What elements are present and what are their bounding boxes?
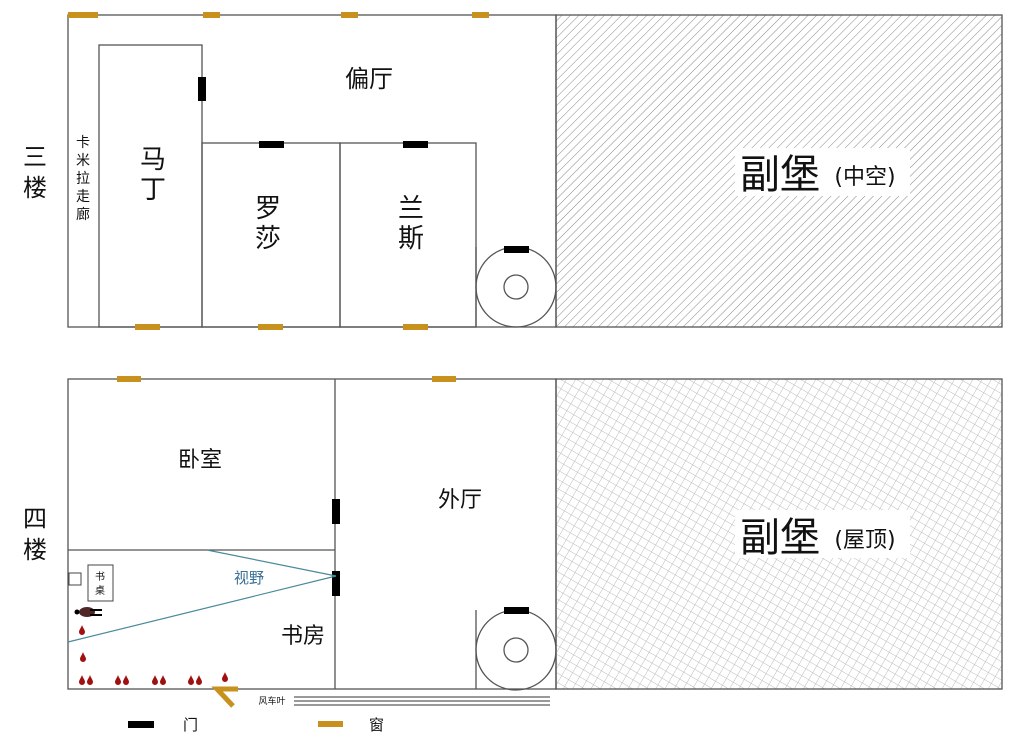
svg-text:米: 米 [76,153,90,169]
door [504,607,529,614]
window [135,324,160,330]
blood-drop-icon [152,675,158,685]
blood-drop-icon [160,675,166,685]
annex-hollow [555,14,1003,328]
chair [68,572,82,586]
windmill-blade [211,686,238,708]
svg-text:卡: 卡 [76,135,90,151]
windmill-lines [294,696,550,706]
window [258,324,283,330]
annex-note: (屋顶) [834,528,895,553]
window [117,376,141,382]
floor-label: 楼 [23,174,47,202]
rosa-label: 罗 [255,194,281,224]
window [472,12,489,18]
svg-text:拉: 拉 [76,171,90,187]
svg-text:走: 走 [76,189,90,205]
outer-hall-label: 外厅 [438,488,482,513]
window [432,376,456,382]
blood-drop-icon [196,675,202,685]
rosa-label: 莎 [255,224,281,254]
side-hall-label: 偏厅 [345,65,393,93]
annex-note: (中空) [834,165,895,190]
desk [87,564,114,602]
svg-text:书: 书 [95,571,105,583]
legend-door-label: 门 [183,716,198,734]
corridor-label: 卡 米 拉 走 廊 [76,135,90,223]
blood-drop-icon [87,675,93,685]
view-line [206,549,337,577]
blood-drop-icon [222,672,228,682]
spiral-stair [475,609,557,691]
window [203,12,220,18]
window [68,12,98,18]
door [332,499,340,524]
blood-drop-icon [79,625,85,635]
legend-door-swatch [128,721,154,728]
floor-label: 三 [23,143,47,171]
lance-label: 斯 [398,224,424,254]
svg-text:桌: 桌 [95,584,105,597]
window [341,12,358,18]
legend-window-swatch [318,721,343,727]
study-label: 书房 [281,624,325,649]
annex-label: 副堡 [740,515,820,561]
blood-drop-icon [123,675,129,685]
svg-text:廊: 廊 [76,206,90,223]
floor-label: 四 [23,505,47,533]
legend: 门 窗 [128,716,384,734]
fourth-floor: 四 楼 视野 书 桌 卧室 外厅 书房 副堡 (屋顶) [23,376,1003,708]
blood-drop-icon [79,675,85,685]
view-label: 视野 [234,569,264,587]
annex-label: 副堡 [740,152,820,198]
door [403,141,428,148]
door [504,246,529,253]
bedroom-label: 卧室 [178,448,222,473]
window [403,324,428,330]
legend-window-label: 窗 [369,716,384,734]
martin-label: 马 [140,145,166,175]
blood-drop-icon [80,652,86,662]
door [332,571,340,596]
view-line [67,575,337,643]
lance-label: 兰 [398,194,424,224]
door [198,77,206,101]
floor-label: 楼 [23,536,47,564]
windmill-label: 风车叶 [258,695,285,707]
blood-drop-icon [115,675,121,685]
spiral-stair [475,246,557,328]
blood-drop-icon [188,675,194,685]
door [259,141,284,148]
third-floor: 三 楼 卡 米 拉 走 廊 马 丁 罗 莎 兰 斯 偏厅 [23,12,1003,330]
body-figure-icon [74,607,102,617]
martin-label: 丁 [140,175,166,205]
blood-drops [79,625,228,685]
